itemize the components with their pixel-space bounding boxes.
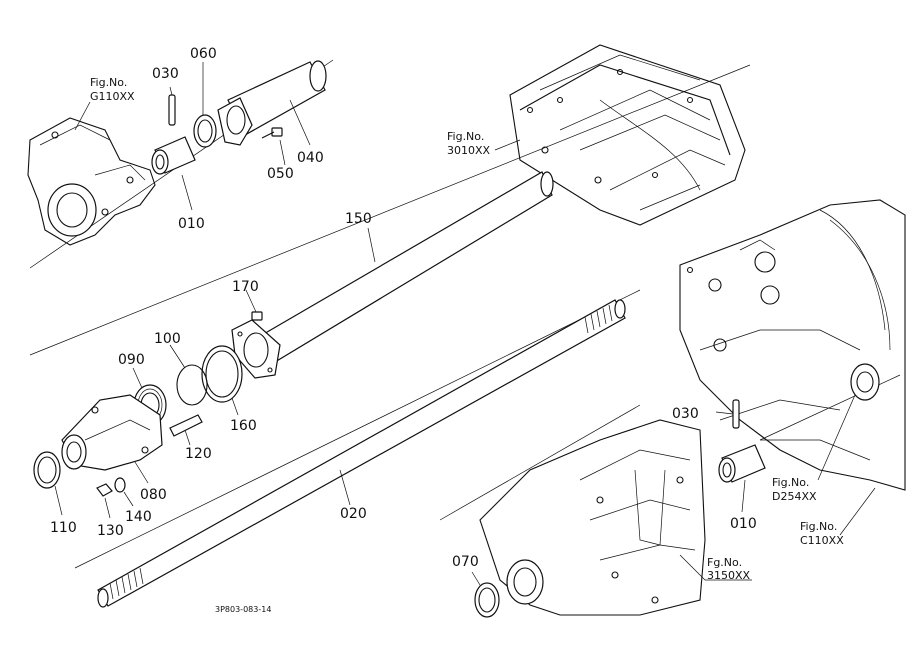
label-060: 060 <box>190 46 217 62</box>
ref-c110-l1: Fig.No. <box>800 520 837 533</box>
part-labels: 030 060 040 050 010 150 170 100 090 160 … <box>50 46 757 570</box>
part-010-top-collar <box>151 136 196 211</box>
ref-3010-l1: Fig.No. <box>447 130 484 143</box>
part-150-tube <box>261 171 554 363</box>
label-020: 020 <box>340 506 367 522</box>
label-150: 150 <box>345 211 372 227</box>
part-070-oring <box>471 571 500 618</box>
part-130-nut <box>96 483 113 519</box>
housing-3150 <box>479 419 706 616</box>
label-050: 050 <box>267 166 294 182</box>
part-060-oring <box>193 62 217 148</box>
ref-c110-l2: C110XX <box>800 534 844 547</box>
label-090: 090 <box>118 352 145 368</box>
drawing-code: 3P803-083-14 <box>215 605 271 614</box>
ref-3150-l1: Fg.No. <box>707 556 742 569</box>
part-080-housing <box>61 394 163 484</box>
ref-d254-l2: D254XX <box>772 490 817 503</box>
part-010-right-collar <box>718 444 766 513</box>
label-010-top: 010 <box>178 216 205 232</box>
label-140: 140 <box>125 509 152 525</box>
label-160: 160 <box>230 418 257 434</box>
part-030-right-pin <box>715 399 740 429</box>
housing-right-large <box>679 199 906 491</box>
label-030-right: 030 <box>672 406 699 422</box>
label-080: 080 <box>140 487 167 503</box>
leader-3150 <box>679 554 706 581</box>
ref-3150-l2: 3150XX <box>707 569 751 582</box>
part-040-tube <box>217 60 327 146</box>
label-110: 110 <box>50 520 77 536</box>
leader-g110 <box>74 101 91 131</box>
label-040: 040 <box>297 150 324 166</box>
part-050-bolt <box>261 127 286 166</box>
part-140-washer <box>114 477 134 507</box>
part-100-snapring <box>169 344 208 406</box>
leader-c110 <box>839 487 876 536</box>
housing-g110 <box>27 117 156 246</box>
part-030-top-pin <box>168 86 176 126</box>
ref-3010-l2: 3010XX <box>447 144 491 157</box>
label-010-right: 010 <box>730 516 757 532</box>
part-120-stud <box>169 414 203 446</box>
part-170-bolt <box>245 289 263 321</box>
ref-d254-l1: Fig.No. <box>772 476 809 489</box>
label-030-top: 030 <box>152 66 179 82</box>
label-070: 070 <box>452 554 479 570</box>
part-020-shaft <box>97 299 626 608</box>
label-100: 100 <box>154 331 181 347</box>
leader-d254 <box>817 394 856 481</box>
ref-g110-l2: G110XX <box>90 90 135 103</box>
label-130: 130 <box>97 523 124 539</box>
part-110-oring <box>33 451 63 516</box>
label-120: 120 <box>185 446 212 462</box>
housing-3010 <box>509 44 746 226</box>
part-160-oring <box>201 345 243 416</box>
ref-g110-l1: Fig.No. <box>90 76 127 89</box>
leader-3010 <box>494 139 521 151</box>
label-170: 170 <box>232 279 259 295</box>
figure-refs: Fig.No. G110XX Fig.No. 3010XX Fig.No. D2… <box>90 76 844 582</box>
